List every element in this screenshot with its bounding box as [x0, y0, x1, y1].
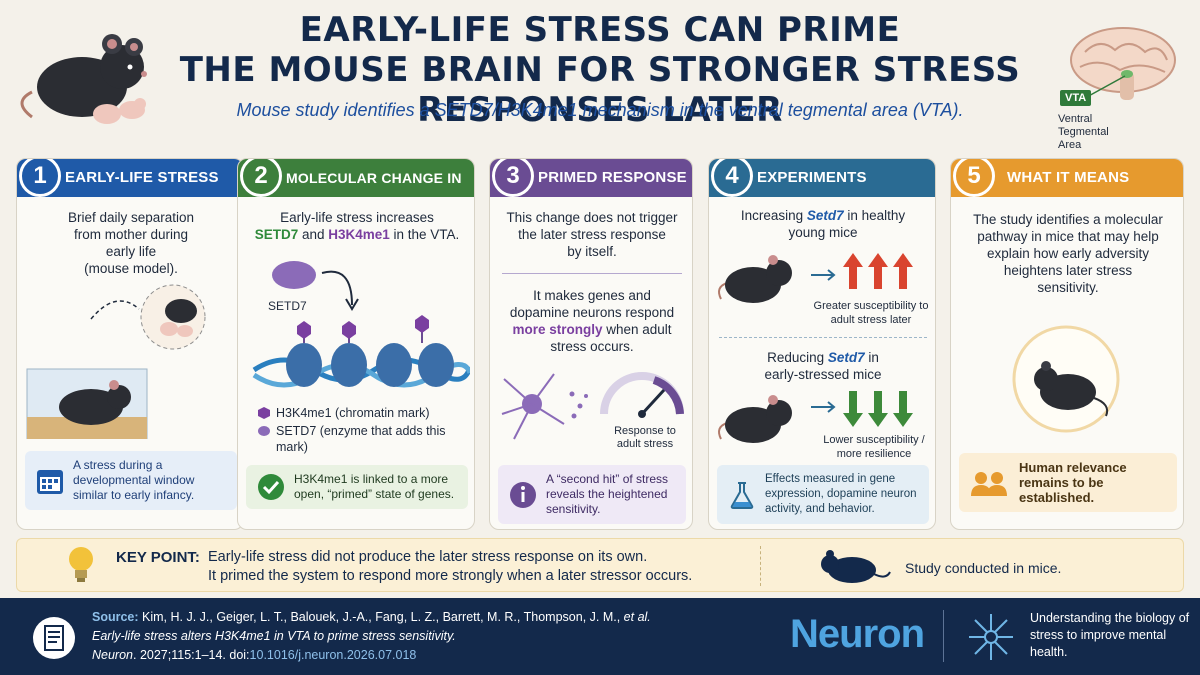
page-title: EARLY-LIFE STRESS CAN PRIME THE MOUSE BR… [170, 10, 1030, 130]
mice-illustration [20, 34, 147, 124]
card-early-life-stress: EARLY-LIFE STRESS 1 Brief daily separati… [16, 158, 244, 530]
divider [502, 273, 682, 274]
chromatin-illustration [252, 261, 470, 388]
step-number-badge: 5 [953, 159, 995, 197]
note-box: A stress during a developmental window s… [25, 451, 237, 510]
info-icon [510, 481, 536, 508]
enzyme-icon [258, 426, 270, 436]
note-box: Human relevance remains to be establishe… [959, 453, 1177, 512]
hexagon-icon [258, 407, 270, 419]
step-number-badge: 3 [492, 159, 534, 197]
calendar-icon [37, 469, 63, 494]
note-box: A “second hit” of stress reveals the hei… [498, 465, 686, 524]
enzyme-label: SETD7 [268, 299, 307, 313]
brain-icon [1070, 27, 1176, 100]
lightbulb-icon [69, 547, 93, 582]
step-number-badge: 4 [711, 159, 753, 197]
source-citation: Source: Kim, H. J. J., Geiger, L. T., Ba… [92, 610, 651, 662]
note-box: H3K4me1 is linked to a more open, “prime… [246, 465, 468, 509]
key-point-text: Early-life stress did not produce the la… [208, 549, 693, 584]
card-what-it-means: WHAT IT MEANS 5 The study identifies a m… [950, 158, 1184, 530]
divider [943, 610, 944, 662]
title-line-1: EARLY-LIFE STRESS CAN PRIME [299, 10, 901, 50]
experiment-1-illustration [718, 253, 913, 303]
gauge-label: Response to adult stress [614, 425, 676, 450]
subtitle: Mouse study identifies a SETD7/H3K4me1 m… [236, 100, 964, 120]
experiment-1-text: Increasing Setd7 in healthy young mice [740, 208, 906, 240]
card-primed-response: PRIMED RESPONSE 3 This change does not t… [489, 158, 693, 530]
card-molecular-change: MOLECULAR CHANGE IN VTA 2 Early-life str… [237, 158, 475, 530]
experiment-2-illustration [718, 391, 913, 443]
note-box: Effects measured in gene expression, dop… [717, 465, 929, 524]
divider [760, 546, 761, 586]
key-point-label: KEY POINT: [116, 549, 200, 566]
neuron-icon [969, 614, 1013, 660]
divider [719, 337, 927, 338]
checkmark-icon [258, 474, 284, 500]
step-number-badge: 2 [240, 159, 282, 197]
experiment-1-result: Greater susceptibility to adult stress l… [813, 300, 929, 326]
card-experiments: EXPERIMENTS 4 Increasing Setd7 in health… [708, 158, 936, 530]
step-number-badge: 1 [19, 159, 61, 197]
experiment-2-text: Reducing Setd7 in early-stressed mice [764, 350, 882, 382]
key-point-banner [16, 538, 1184, 592]
mouse-circle-illustration [1012, 325, 1120, 433]
doi-link[interactable]: 10.1016/j.neuron.2026.07.018 [249, 648, 417, 662]
people-icon [971, 471, 1007, 496]
neuron-gauge-illustration [501, 372, 684, 440]
card-body: Early-life stress increases SETD7 and H3… [254, 210, 460, 242]
vta-box-label: VTA [1060, 90, 1092, 106]
separation-cage-illustration [26, 284, 206, 439]
card-heading: MOLECULAR CHANGE IN VTA [238, 159, 474, 224]
vta-pointer-line [1084, 75, 1126, 99]
document-icon [33, 617, 75, 659]
flask-icon [730, 481, 754, 509]
study-note: Study conducted in mice. [905, 560, 1062, 576]
mouse-silhouette-icon [821, 550, 891, 583]
legend: H3K4me1 (chromatin mark) SETD7 (enzyme t… [258, 405, 463, 455]
journal-logo: Neuron [790, 612, 925, 656]
footer-tagline: Understanding the biology of stress to i… [1030, 611, 1190, 659]
experiment-2-result: Lower susceptibility / more resilience [823, 434, 925, 460]
title-line-2: THE MOUSE BRAIN FOR STRONGER STRESS RESP… [179, 50, 1021, 130]
legend-item-setd7: SETD7 (enzyme that adds this mark) [258, 423, 463, 455]
legend-item-h3k4me1: H3K4me1 (chromatin mark) [258, 405, 463, 421]
